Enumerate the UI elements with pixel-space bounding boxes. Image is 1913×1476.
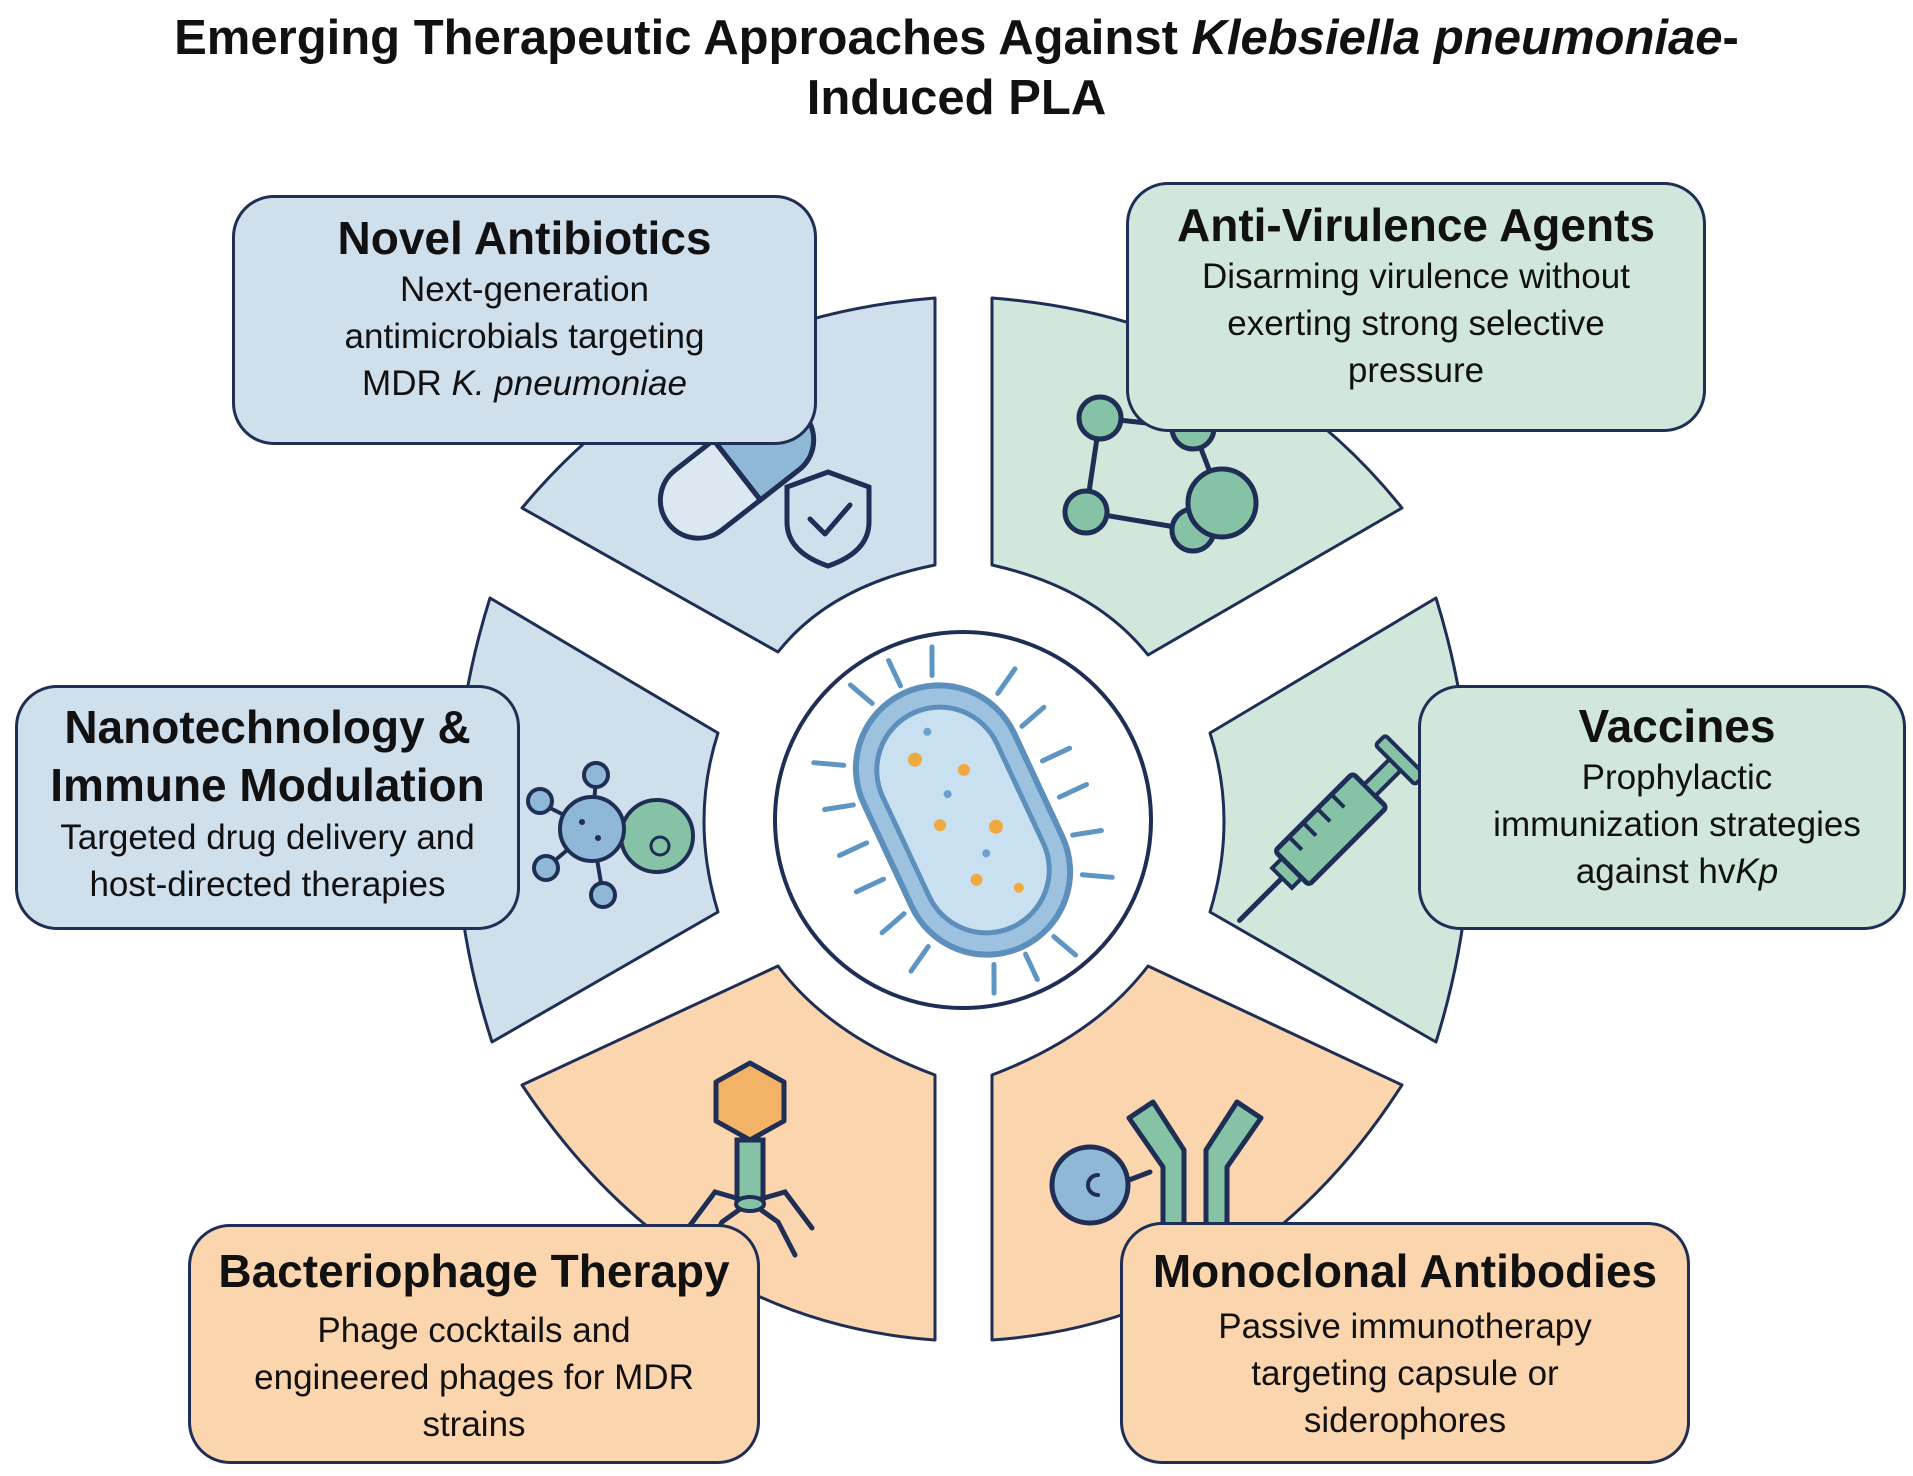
card-heading: Bacteriophage Therapy	[218, 1245, 730, 1297]
card-desc-line: immunization strategies	[1493, 805, 1861, 844]
card-desc-line: targeting capsule or	[1251, 1354, 1559, 1393]
syringe-icon	[1237, 734, 1426, 923]
card-desc-line: siderophores	[1303, 1401, 1507, 1440]
title-line-2: Induced PLA	[806, 71, 1107, 125]
card-novel-antibiotics: Novel Antibiotics Next-generation antimi…	[232, 195, 817, 445]
card-desc-line: Prophylactic	[1581, 758, 1773, 797]
card-heading: Immune Modulation	[50, 759, 485, 811]
card-anti-virulence: Anti-Virulence Agents Disarming virulenc…	[1126, 182, 1706, 432]
bacterium-icon	[811, 644, 1115, 996]
card-desc-line: MDR K. pneumoniae	[362, 364, 687, 403]
card-desc-line: strains	[422, 1405, 526, 1444]
card-vaccines: Vaccines Prophylactic immunization strat…	[1418, 685, 1906, 930]
card-desc-line: host-directed therapies	[89, 865, 446, 904]
card-desc-line: exerting strong selective	[1227, 304, 1605, 343]
card-desc-line: against hvKp	[1575, 852, 1779, 891]
card-desc-line: Targeted drug delivery and	[60, 818, 475, 857]
segment-monoclonal	[990, 964, 1404, 1342]
card-desc-line: Passive immunotherapy	[1218, 1307, 1592, 1346]
phage-icon	[685, 1060, 815, 1258]
card-monoclonal: Monoclonal Antibodies Passive immunother…	[1120, 1222, 1690, 1464]
card-heading: Novel Antibiotics	[337, 212, 712, 264]
card-nanotechnology: Nanotechnology & Immune Modulation Targe…	[15, 685, 520, 930]
card-heading: Nanotechnology &	[64, 701, 471, 753]
title-line-1: Emerging Therapeutic Approaches Against …	[174, 11, 1739, 65]
nanoparticle-icon	[526, 761, 695, 909]
card-heading: Monoclonal Antibodies	[1152, 1245, 1658, 1297]
card-desc-line: antimicrobials targeting	[344, 317, 705, 356]
card-desc-line: Next-generation	[399, 270, 650, 309]
card-heading: Vaccines	[1578, 700, 1776, 752]
page-title: Emerging Therapeutic Approaches Against …	[0, 8, 1913, 128]
segment-bacteriophage	[520, 964, 937, 1342]
title-italic-species: Klebsiella pneumoniae	[1191, 11, 1723, 65]
card-heading: Anti-Virulence Agents	[1177, 199, 1655, 251]
card-desc-line: engineered phages for MDR	[254, 1358, 694, 1397]
card-desc-line: pressure	[1347, 351, 1485, 390]
card-desc-line: Disarming virulence without	[1202, 257, 1630, 296]
card-desc-line: Phage cocktails and	[317, 1311, 631, 1350]
card-bacteriophage: Bacteriophage Therapy Phage cocktails an…	[188, 1224, 760, 1464]
